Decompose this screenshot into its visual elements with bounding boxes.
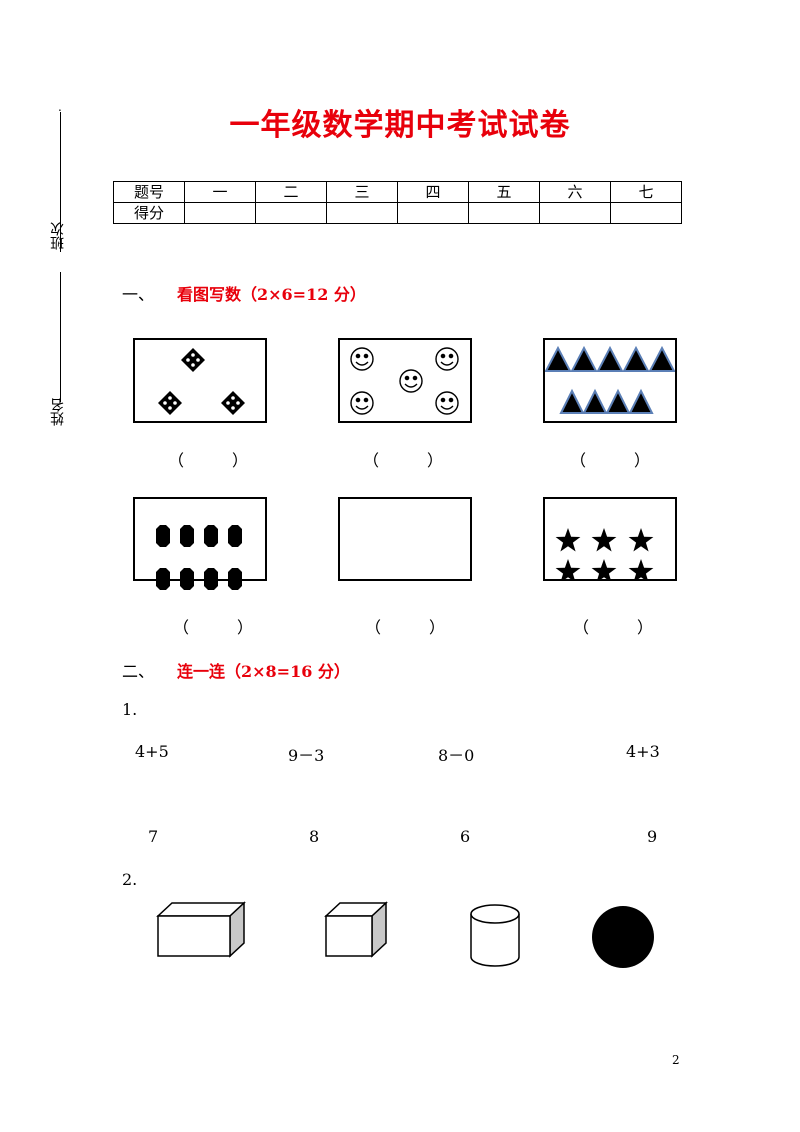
table-cell: 一 — [184, 181, 256, 203]
diamond-dotted-icon — [181, 348, 205, 372]
expression-item[interactable]: 4+3 — [626, 742, 660, 761]
margin-dot: . — [58, 100, 62, 114]
answer-item[interactable]: 8 — [309, 827, 320, 846]
answer-blank[interactable]: （ ） — [167, 451, 248, 470]
octagon-icon — [204, 525, 218, 547]
triangle-icon — [648, 345, 676, 372]
octagon-icon — [204, 568, 218, 590]
table-cell: 题号 — [113, 181, 185, 203]
picture-box-triangles — [543, 338, 677, 423]
diamond-dotted-icon-group — [158, 348, 245, 415]
table-cell: 五 — [468, 181, 540, 203]
answer-blank[interactable]: （ ） — [569, 451, 650, 470]
star-icon — [591, 528, 617, 552]
cuboid-shape[interactable] — [150, 898, 250, 963]
octagon-icon — [156, 568, 170, 590]
section-1-heading: 一、 看图写数（2×6=12 分） — [122, 281, 366, 305]
diamond-dotted-icon — [158, 391, 182, 415]
triangle-icon — [570, 345, 598, 372]
picture-box-stars — [543, 497, 677, 583]
table-row: 题号 一 二 三 四 五 六 七 — [113, 181, 682, 203]
score-input-cell[interactable] — [539, 202, 611, 224]
score-input-cell[interactable] — [468, 202, 540, 224]
answer-blank[interactable]: （ ） — [362, 451, 443, 470]
score-table: 题号 一 二 三 四 五 六 七 得分 — [113, 181, 682, 224]
smiley-face-icon — [435, 391, 459, 415]
triangle-icon — [582, 388, 608, 414]
picture-box-empty — [338, 497, 472, 581]
score-input-cell[interactable] — [610, 202, 682, 224]
picture-box-octagons — [133, 497, 267, 590]
triangle-icon — [559, 388, 585, 414]
question-2-label: 2. — [122, 870, 138, 889]
triangle-icon — [605, 388, 631, 414]
smiley-face-icon — [350, 347, 374, 371]
cube-shape[interactable] — [322, 898, 392, 963]
answer-item[interactable]: 9 — [647, 827, 658, 846]
table-row: 得分 — [113, 202, 682, 224]
triangle-icon-group — [544, 345, 676, 414]
score-input-cell[interactable] — [255, 202, 327, 224]
picture-box-smileys — [338, 338, 472, 423]
smiley-face-icon — [435, 347, 459, 371]
star-icon — [628, 528, 654, 552]
section-number: 二、 — [122, 662, 155, 681]
picture-box-diamonds — [133, 338, 267, 423]
octagon-icon-group — [156, 525, 242, 590]
expression-item[interactable]: 4+5 — [135, 742, 169, 761]
score-input-cell[interactable] — [397, 202, 469, 224]
smiley-face-icon-group — [350, 347, 459, 415]
sphere-shape[interactable] — [588, 903, 658, 973]
question-1-label: 1. — [122, 700, 138, 719]
section-title: 看图写数（2×6=12 分） — [177, 285, 366, 304]
section-title: 连一连（2×8=16 分） — [177, 662, 350, 681]
name-label: 姓名 — [50, 398, 66, 426]
answer-blank[interactable]: （ ） — [172, 618, 253, 637]
octagon-icon — [228, 568, 242, 590]
table-cell: 四 — [397, 181, 469, 203]
answer-item[interactable]: 6 — [460, 827, 471, 846]
star-icon — [591, 559, 617, 583]
cylinder-shape[interactable] — [466, 902, 526, 970]
section-2-heading: 二、 连一连（2×8=16 分） — [122, 658, 350, 682]
score-input-cell[interactable] — [184, 202, 256, 224]
triangle-icon — [596, 345, 624, 372]
answer-item[interactable]: 7 — [148, 827, 159, 846]
class-label: 班次 — [50, 222, 66, 250]
table-cell: 七 — [610, 181, 682, 203]
class-line — [60, 112, 61, 252]
triangle-icon — [622, 345, 650, 372]
star-icon — [555, 559, 581, 583]
answer-blank[interactable]: （ ） — [572, 618, 653, 637]
table-cell: 三 — [326, 181, 398, 203]
expression-item[interactable]: 9－3 — [288, 746, 325, 765]
answer-blank[interactable]: （ ） — [364, 618, 445, 637]
star-icon — [628, 559, 654, 583]
octagon-icon — [180, 525, 194, 547]
table-cell: 六 — [539, 181, 611, 203]
triangle-icon — [628, 388, 654, 414]
smiley-face-icon — [350, 391, 374, 415]
smiley-face-icon — [399, 369, 423, 393]
expression-item[interactable]: 8－0 — [438, 746, 475, 765]
octagon-icon — [180, 568, 194, 590]
triangle-icon — [544, 345, 572, 372]
diamond-dotted-icon — [221, 391, 245, 415]
star-icon-group — [555, 528, 654, 583]
page-title: 一年级数学期中考试试卷 — [229, 108, 571, 143]
octagon-icon — [228, 525, 242, 547]
name-line — [60, 272, 61, 402]
octagon-icon — [156, 525, 170, 547]
section-number: 一、 — [122, 285, 155, 304]
table-cell: 二 — [255, 181, 327, 203]
star-icon — [555, 528, 581, 552]
score-input-cell[interactable] — [326, 202, 398, 224]
page-number: 2 — [672, 1053, 680, 1067]
table-cell: 得分 — [113, 202, 185, 224]
